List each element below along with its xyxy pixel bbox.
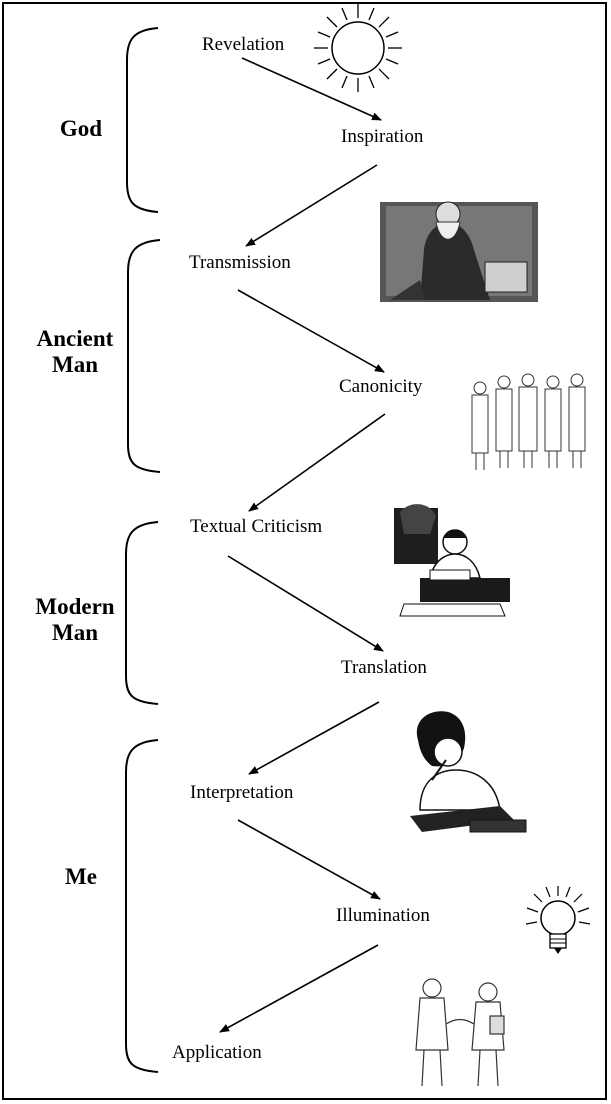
arrow-transmission-to-canonicity: [237, 289, 385, 373]
step-illumination: Illumination: [336, 905, 430, 926]
step-inspiration: Inspiration: [341, 126, 424, 147]
step-textual-criticism: Textual Criticism: [190, 516, 323, 537]
step-canonicity: Canonicity: [339, 376, 423, 397]
ancient-scribe-illustration: [380, 201, 538, 302]
step-revelation: Revelation: [202, 34, 285, 55]
sun-icon: [314, 4, 402, 92]
step-interpretation: Interpretation: [190, 782, 294, 803]
arrow-inspiration-to-transmission: [245, 164, 378, 247]
group-label-ancient-man: Ancient Man: [36, 326, 114, 377]
group-label-god: God: [59, 116, 103, 141]
bracket-ancient-man: [127, 239, 161, 473]
scholar-at-desk-illustration: [394, 504, 510, 617]
step-application: Application: [172, 1042, 262, 1063]
arrow-canonicity-to-textual-criticism: [248, 413, 386, 512]
arrow-revelation-to-inspiration: [241, 57, 382, 121]
group-of-men-illustration: [471, 373, 586, 470]
bracket-modern-man: [125, 521, 159, 705]
arrow-textual-criticism-to-translation: [227, 555, 384, 652]
bracket-god: [126, 27, 159, 213]
step-translation: Translation: [341, 657, 427, 678]
arrow-interpretation-to-illumination: [237, 819, 381, 900]
lightbulb-icon: [525, 886, 591, 954]
arrow-illumination-to-application: [219, 944, 379, 1033]
arrow-translation-to-interpretation: [248, 701, 380, 775]
bracket-me: [125, 739, 159, 1073]
group-label-me: Me: [65, 864, 97, 889]
step-transmission: Transmission: [189, 252, 291, 273]
handshake-illustration: [415, 978, 505, 1087]
reading-woman-illustration: [410, 711, 527, 833]
group-label-modern-man: Modern Man: [35, 594, 115, 645]
